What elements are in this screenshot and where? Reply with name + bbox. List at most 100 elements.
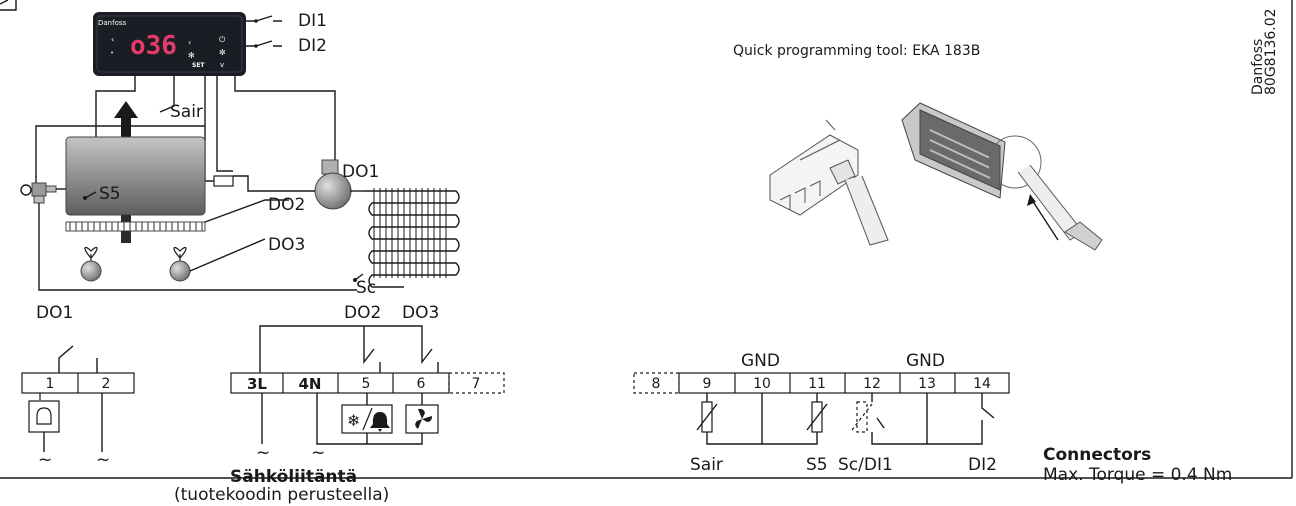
display-power-icon: ⏻ — [219, 35, 226, 44]
sair-terminal-label: Sair — [690, 455, 723, 475]
s5-label: S5 — [99, 184, 121, 204]
display-brand: Danfoss — [98, 19, 127, 27]
ac-symbol-2: ~ — [96, 450, 110, 470]
terminal-strip-2: 3L 4N 5 6 — [230, 372, 450, 394]
evaporator-stand — [121, 231, 131, 243]
connectors-title: Connectors — [1043, 445, 1151, 465]
do1-supply-wires — [43, 393, 103, 452]
di2-switch-pivot — [254, 44, 258, 48]
s5-probe-symbol — [762, 393, 828, 445]
doc-ref-code: 80G8136.02 — [1263, 8, 1279, 95]
terminal-14: 14 — [973, 376, 991, 392]
display-down-arrow-icon: v — [220, 61, 224, 69]
fan-icon — [415, 408, 432, 429]
terminal-3l: 3L — [247, 375, 267, 393]
supply-title: Sähköliitäntä — [230, 467, 357, 487]
evaporator-icon — [65, 136, 206, 216]
display-set-key: SET — [192, 62, 205, 69]
sc-di1-terminal-label: Sc/DI1 — [838, 455, 893, 475]
liquid-line-wire — [38, 203, 357, 291]
terminal-5: 5 — [362, 376, 371, 392]
airflow-arrow-icon — [114, 101, 138, 137]
supply-subtitle: (tuotekoodin perusteella) — [174, 485, 389, 505]
display-readout: o36 — [130, 31, 177, 61]
terminal-11: 11 — [808, 376, 826, 392]
s5-terminal-label: S5 — [806, 455, 828, 475]
sair-probe-symbol — [696, 393, 763, 445]
programming-tool-illustration-right — [901, 102, 1103, 251]
programming-tool-illustration-left — [769, 119, 889, 246]
defrost-alarm-symbol: ❄ — [341, 404, 393, 434]
do1-relay-contact — [58, 345, 98, 373]
gnd-label-1: GND — [741, 351, 780, 371]
do3-diagram-label: DO3 — [268, 235, 305, 255]
fan-right-icon — [169, 246, 191, 282]
terminal-9: 9 — [703, 376, 712, 392]
compressor-symbol-box — [28, 400, 60, 433]
tool-title: Quick programming tool: EKA 183B — [733, 43, 980, 59]
fan-symbol — [405, 404, 439, 434]
doc-reference: Danfoss 80G8136.02 — [1250, 8, 1279, 95]
aux-relay-wire — [204, 126, 214, 182]
expansion-valve-icon — [20, 176, 66, 204]
do2-diagram-label: DO2 — [268, 195, 305, 215]
di1-label: DI1 — [298, 11, 327, 31]
terminal-strip-3: 9 10 11 12 13 14 — [678, 372, 1010, 394]
do1-terminal-label: DO1 — [36, 303, 73, 323]
terminal-12: 12 — [863, 376, 881, 392]
connectors-torque: Max. Torque = 0.4 Nm — [1043, 465, 1232, 485]
frame-border — [0, 0, 1293, 479]
display-fan-mini-icon: ✻ — [188, 51, 195, 60]
di1-switch-pivot — [254, 19, 258, 23]
display-body — [93, 12, 246, 76]
ac-symbol-4: ~ — [311, 443, 325, 463]
compressor-symbol-icon — [36, 407, 52, 425]
do1-diagram-label: DO1 — [342, 162, 379, 182]
di1-switch — [246, 15, 282, 22]
di-switches: DI1 DI2 — [246, 11, 327, 56]
display-left-arrow-icon: ‹ — [111, 35, 114, 44]
terminal-7: 7 — [472, 376, 481, 392]
terminal-7-optional — [448, 372, 505, 394]
doc-ref-maker: Danfoss — [1250, 39, 1266, 95]
connectors-colon: : — [1133, 445, 1139, 465]
ac-symbol-1: ~ — [38, 450, 52, 470]
frame-corner-mark — [0, 0, 9, 5]
terminal-10: 10 — [753, 376, 771, 392]
do3-wire — [189, 238, 266, 272]
display-bezel — [96, 15, 243, 73]
defrost-heater-icon — [65, 221, 206, 232]
di2-switch-symbol — [927, 393, 995, 445]
sc-di1-probe-symbol — [851, 393, 928, 445]
terminal-strip-1: 1 2 — [21, 372, 135, 400]
terminal-4n: 4N — [299, 375, 322, 393]
do3-terminal-label: DO3 — [402, 303, 439, 323]
alarm-bell-icon — [370, 412, 390, 432]
sair-wire — [159, 76, 175, 113]
sc-probe-tip — [353, 278, 357, 282]
compressor-suction-wire — [233, 175, 315, 192]
evaporator-shaft — [121, 215, 131, 223]
s5-probe — [84, 191, 97, 199]
do2-wire — [204, 199, 289, 223]
ac-symbol-3: ~ — [256, 443, 270, 463]
defrost-icon: ❄ — [347, 411, 360, 430]
terminal-6: 6 — [417, 376, 426, 392]
di2-label: DI2 — [298, 36, 327, 56]
di2-switch — [246, 40, 282, 47]
do3-relay-contact — [421, 347, 439, 373]
terminal-2: 2 — [102, 376, 111, 392]
aux-wire — [204, 76, 233, 172]
gnd-label-2: GND — [906, 351, 945, 371]
aux-relay-box — [213, 175, 234, 187]
terminal-13: 13 — [918, 376, 936, 392]
s5-wire — [95, 76, 136, 180]
do2-terminal-label: DO2 — [344, 303, 381, 323]
display-defrost-mini-icon: ✼ — [219, 48, 226, 57]
di2-terminal-label: DI2 — [968, 455, 997, 475]
valve-wire-top — [35, 125, 96, 177]
do1-wire — [234, 76, 336, 160]
fan-left-icon — [80, 246, 102, 282]
